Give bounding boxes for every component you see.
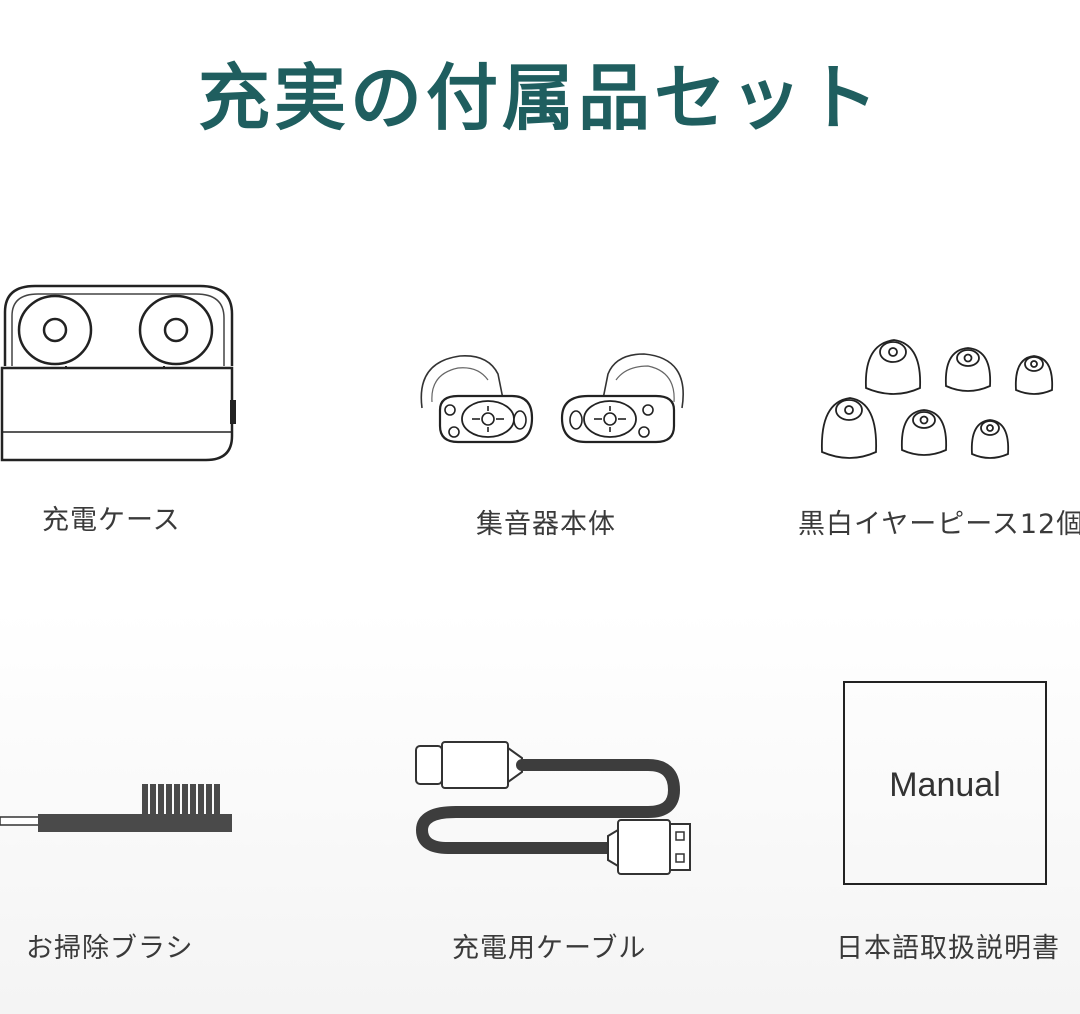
hearing-aid-body-label: 集音器本体: [476, 509, 616, 540]
ear-tips-label: 黒白イヤーピース12個: [798, 509, 1080, 540]
page-title: 充実の付属品セット: [197, 56, 882, 140]
manual-booklet: Manual: [843, 681, 1047, 885]
manual-cover-text: Manual: [889, 765, 1001, 804]
cleaning-brush-label: お掃除ブラシ: [26, 933, 194, 964]
charging-case-label: 充電ケース: [42, 505, 181, 536]
charging-case-icon: [0, 284, 236, 462]
ear-tips-icon: [821, 339, 1054, 459]
manual-label: 日本語取扱説明書: [836, 933, 1060, 964]
hearing-aid-earbuds-icon: [420, 353, 684, 444]
cleaning-brush-icon: [0, 784, 232, 832]
charging-cable-icon: [415, 741, 691, 875]
charging-cable-label: 充電用ケーブル: [452, 933, 647, 964]
